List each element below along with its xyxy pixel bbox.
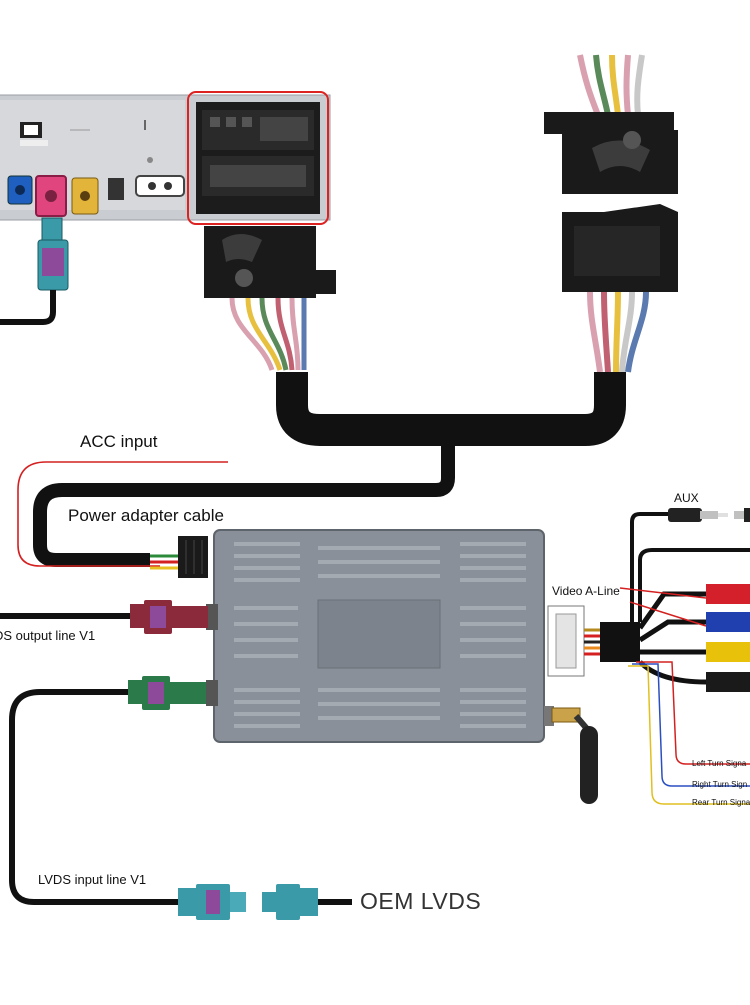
acc-input-label: ACC input [80,432,158,451]
left-turn-signal-label: Left Turn Signa [692,759,747,768]
video-a-line [547,508,750,805]
lvds-input-line-label: LVDS input line V1 [38,872,147,887]
quadlock-connector-left [204,226,336,371]
harness-sleeve [33,372,626,567]
quadlock-connector-right [544,54,678,373]
lvds-output-line-label: DS output line V1 [0,628,96,643]
acc-wire [17,461,228,578]
head-unit-fakra-pigtail [0,217,69,325]
radio-head-unit [0,91,331,225]
lvds-input-connector [9,676,206,905]
oem-lvds-connectors [178,884,352,920]
power-adapter-cable-label: Power adapter cable [68,506,224,525]
oem-lvds-label: OEM LVDS [360,888,482,914]
antenna [551,707,598,804]
right-turn-signal-label: Right Turn Sign [692,780,748,789]
interface-box [206,529,554,743]
aux-label: AUX [674,491,699,505]
video-a-line-label: Video A-Line [552,584,620,598]
lvds-output-connector [0,600,208,634]
rear-turn-signal-label: Rear Turn Signa [692,798,750,807]
